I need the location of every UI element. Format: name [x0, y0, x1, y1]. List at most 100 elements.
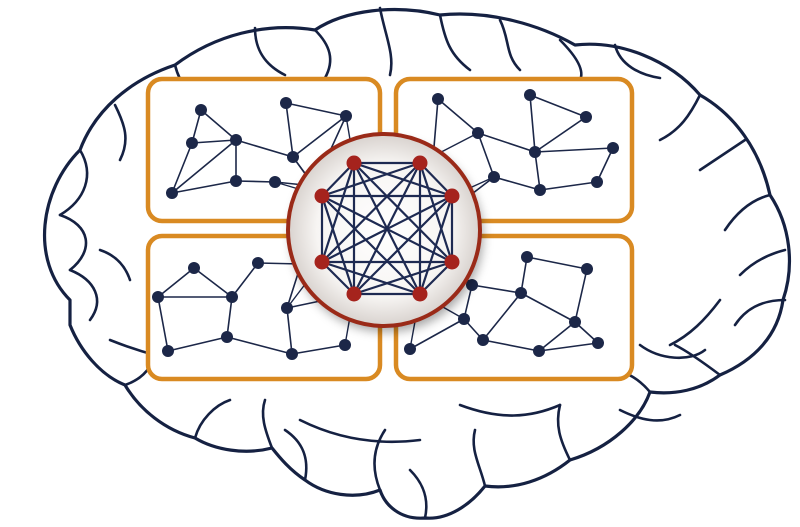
- module-edge: [538, 342, 599, 352]
- module-node: [404, 343, 416, 355]
- brain-gyrus: [313, 28, 332, 80]
- module-edge: [493, 176, 541, 191]
- module-node: [280, 97, 292, 109]
- hub-node: [444, 188, 460, 204]
- module-edge: [526, 256, 588, 270]
- module-node: [477, 334, 489, 346]
- module-node: [515, 287, 527, 299]
- brain-gyrus: [638, 343, 707, 360]
- module-edge: [477, 132, 536, 153]
- brain-gyrus: [618, 408, 682, 422]
- module-node: [230, 175, 242, 187]
- module-node: [569, 316, 581, 328]
- module-node: [221, 331, 233, 343]
- hub-edge: [418, 260, 454, 296]
- rich-club-hub: [286, 132, 482, 328]
- module-node: [188, 262, 200, 274]
- module-edge: [171, 139, 237, 194]
- hub-node: [412, 286, 428, 302]
- brain-gyrus: [668, 298, 722, 347]
- hub-node: [444, 254, 460, 270]
- hub-edge: [320, 260, 422, 296]
- module-edge: [596, 147, 614, 183]
- hub-edges: [320, 161, 454, 296]
- brain-gyrus: [438, 13, 472, 72]
- brain-gyrus: [68, 268, 99, 322]
- module-edge: [292, 115, 347, 158]
- module-edge: [482, 339, 540, 352]
- module-node: [581, 263, 593, 275]
- module-edge: [167, 336, 228, 352]
- module-edge: [482, 292, 522, 341]
- module-node: [195, 104, 207, 116]
- brain-gyrus: [472, 428, 487, 488]
- brain-gyrus: [98, 248, 132, 282]
- module-edge: [226, 296, 233, 338]
- module-edge: [529, 94, 587, 118]
- hub-edge: [320, 194, 422, 296]
- module-node: [286, 348, 298, 360]
- brain-gyrus: [193, 398, 232, 440]
- hub-node: [412, 155, 428, 171]
- brain-gyrus: [658, 93, 702, 142]
- module-node: [230, 134, 242, 146]
- hub-edge: [320, 260, 356, 296]
- module-node: [287, 151, 299, 163]
- module-edge: [534, 147, 614, 153]
- module-edge: [193, 267, 233, 298]
- module-edge: [285, 102, 294, 158]
- brain-gyrus: [283, 428, 308, 482]
- module-edge: [200, 109, 237, 141]
- module-edge: [291, 344, 346, 355]
- brain-gyrus: [261, 398, 274, 450]
- module-edge: [574, 268, 588, 323]
- module-edge: [286, 307, 293, 355]
- module-edge: [171, 180, 237, 194]
- module-node: [162, 345, 174, 357]
- module-edge: [157, 296, 169, 352]
- module-edge: [235, 180, 276, 183]
- brain-gyrus: [58, 213, 88, 272]
- module-node: [592, 337, 604, 349]
- brain-gyrus: [723, 193, 772, 232]
- module-node: [340, 110, 352, 122]
- brain-gyrus: [733, 298, 787, 327]
- module-edge: [231, 262, 259, 298]
- module-edge: [285, 102, 347, 117]
- module-node: [252, 257, 264, 269]
- brain-gyrus: [253, 26, 287, 77]
- brain-gyrus: [613, 43, 662, 80]
- module-node: [533, 345, 545, 357]
- module-edge: [529, 94, 536, 153]
- module-node: [488, 171, 500, 183]
- module-node: [186, 137, 198, 149]
- module-edge: [226, 336, 293, 355]
- module-node: [458, 313, 470, 325]
- brain-gyrus: [378, 6, 393, 77]
- hub-nodes: [314, 155, 460, 302]
- module-edge: [539, 181, 598, 191]
- module-edge: [191, 139, 237, 144]
- brain-gyrus: [556, 403, 572, 462]
- brain-gyrus: [58, 148, 89, 217]
- module-edge: [171, 142, 193, 194]
- module-edge: [520, 292, 576, 323]
- module-node: [607, 142, 619, 154]
- module-edge: [534, 116, 587, 153]
- hub-edge: [320, 194, 356, 296]
- brain-gyrus: [738, 248, 787, 277]
- module-edge: [437, 98, 479, 134]
- module-edge: [538, 321, 576, 352]
- module-node: [524, 89, 536, 101]
- hub-node: [314, 254, 330, 270]
- module-node: [580, 111, 592, 123]
- module-nodes: [152, 89, 619, 360]
- hub-node: [346, 155, 362, 171]
- hub-edge: [320, 161, 356, 198]
- brain-gyrus: [408, 468, 428, 520]
- module-node: [339, 339, 351, 351]
- module-edge: [477, 132, 495, 178]
- brain-gyrus: [113, 103, 127, 162]
- module-node: [281, 302, 293, 314]
- module-node: [269, 176, 281, 188]
